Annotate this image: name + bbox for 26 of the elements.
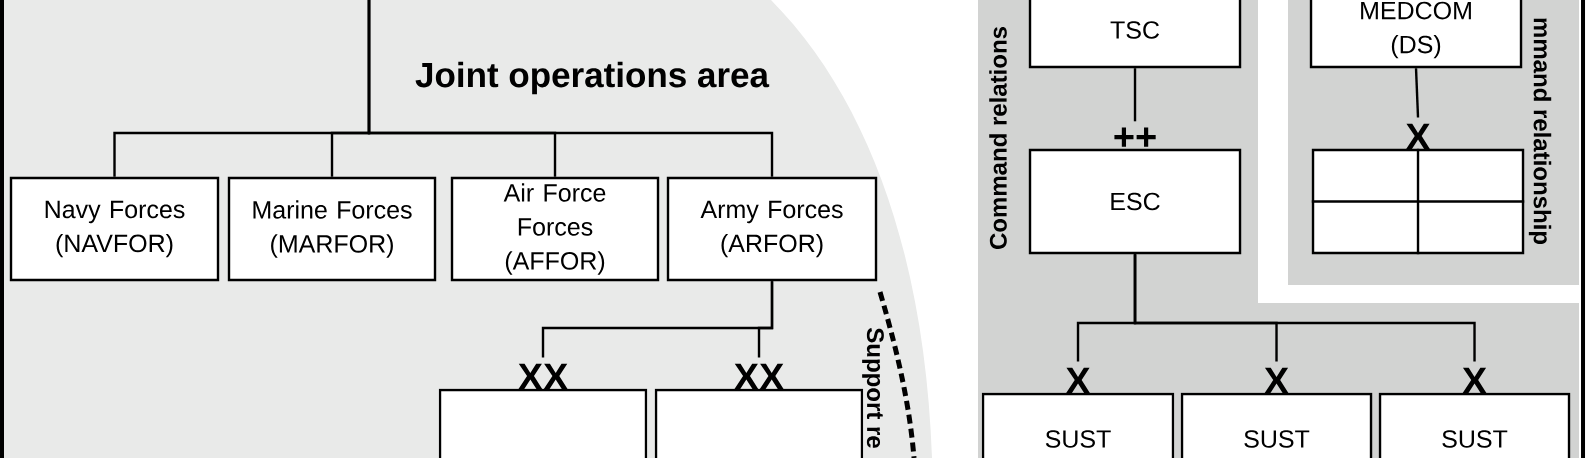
connector-line <box>757 281 774 358</box>
unit-box: TSC <box>1028 0 1242 69</box>
unit-box: MEDCOM (DS) <box>1309 0 1523 69</box>
echelon-marker: X <box>1462 367 1487 394</box>
area-title: Joint operations area <box>415 61 770 95</box>
unit-box: SUST <box>981 392 1175 458</box>
echelon-marker: XX <box>518 363 569 390</box>
connector-line <box>367 0 774 177</box>
connector-line <box>1414 68 1420 118</box>
echelon-marker: ++ <box>1114 127 1156 147</box>
connector-line <box>1133 68 1137 122</box>
unit-box: Army Forces (ARFOR) <box>666 176 878 282</box>
unit-box: SUST <box>1180 392 1373 458</box>
unit-box: Air Force Forces (AFFOR) <box>450 176 660 282</box>
unit-box: Navy Forces (NAVFOR) <box>9 176 220 282</box>
echelon-marker: XX <box>734 363 785 390</box>
echelon-marker: X <box>1264 367 1289 394</box>
unit-box: SUST <box>1378 392 1571 458</box>
side-label: Support re <box>862 328 884 448</box>
panel-title: Command relations <box>989 27 1007 250</box>
echelon-marker: X <box>1065 367 1091 394</box>
panel-title: mmand relationship <box>1528 18 1552 244</box>
unit-box: Marine Forces (MARFOR) <box>227 176 437 282</box>
echelon-marker: X <box>1405 123 1431 150</box>
unit-box: ESC <box>1028 148 1242 255</box>
connector-line <box>1133 254 1476 362</box>
